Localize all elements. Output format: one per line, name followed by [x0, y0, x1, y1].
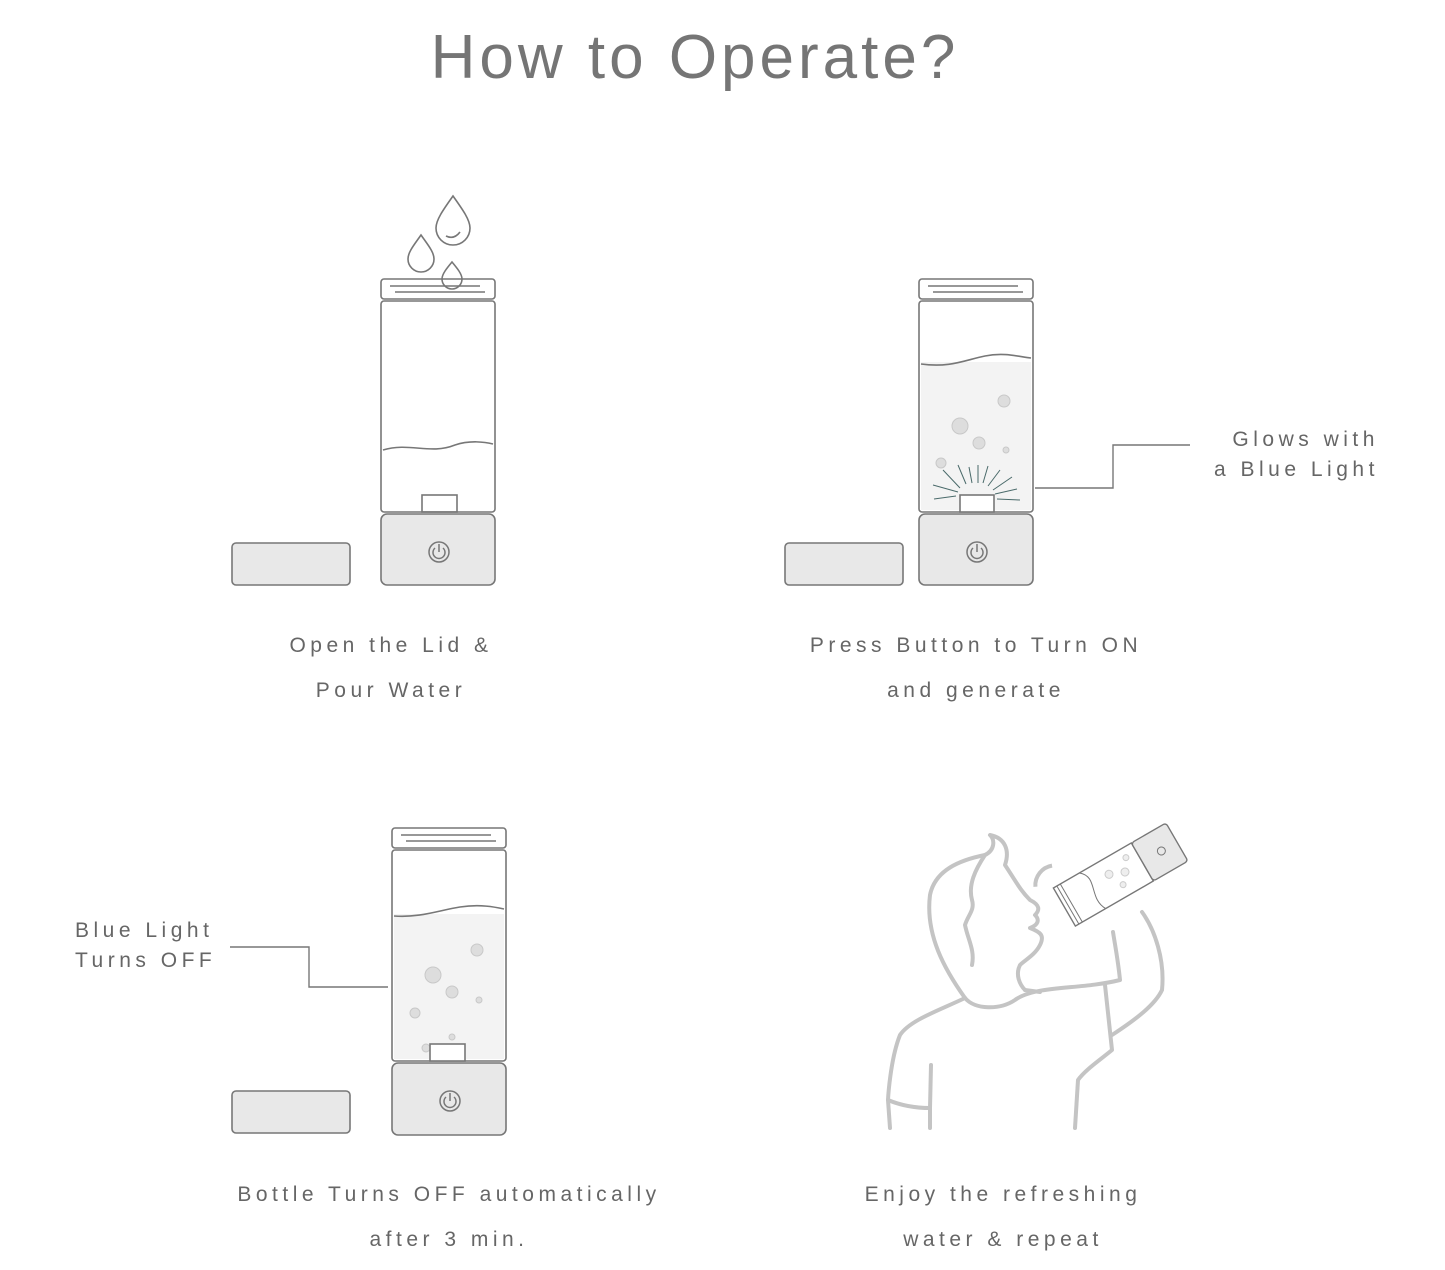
step3-callout: Blue Light Turns OFF	[75, 916, 216, 976]
callout-line2: Turns OFF	[75, 949, 217, 972]
step3-caption-line1: Bottle Turns OFF automatically	[237, 1183, 661, 1206]
tilted-bottle-icon	[1033, 823, 1188, 928]
bottle-body	[380, 300, 496, 513]
callout-line	[230, 946, 388, 988]
step4-person-drinking-illustration	[886, 833, 1165, 1130]
water-drop-icon	[435, 194, 471, 246]
blue-glow-rays	[932, 464, 1021, 501]
step2-bottle-illustration	[784, 278, 1190, 586]
bottle-lid	[380, 278, 496, 300]
step1-caption-line1: Open the Lid &	[289, 634, 493, 657]
water-drop-icon	[407, 233, 435, 273]
step1-bottle-illustration	[231, 194, 496, 586]
callout-line2: a Blue Light	[1214, 458, 1379, 481]
step2-callout: Glows with a Blue Light	[1214, 425, 1379, 485]
step3-caption-line2: after 3 min.	[369, 1228, 529, 1251]
step3-bottle-illustration	[230, 827, 507, 1136]
bubbles	[935, 394, 1011, 469]
step4-caption-line1: Enjoy the refreshing	[864, 1183, 1142, 1206]
bottle-base	[380, 513, 496, 586]
callout-line1: Glows with	[1232, 428, 1379, 451]
step4-caption-line2: water & repeat	[903, 1228, 1103, 1251]
callout-line	[1035, 444, 1190, 489]
charging-box	[231, 542, 351, 586]
water-drop-icon	[441, 260, 463, 290]
water-line	[382, 441, 494, 451]
bubbles	[409, 943, 484, 1053]
callout-line1: Blue Light	[75, 919, 214, 942]
step1-caption-line2: Pour Water	[315, 679, 467, 702]
step2-caption-line2: and generate	[887, 679, 1065, 702]
step2-caption-line1: Press Button to Turn ON	[809, 634, 1143, 657]
page-title: How to Operate?	[430, 23, 960, 92]
